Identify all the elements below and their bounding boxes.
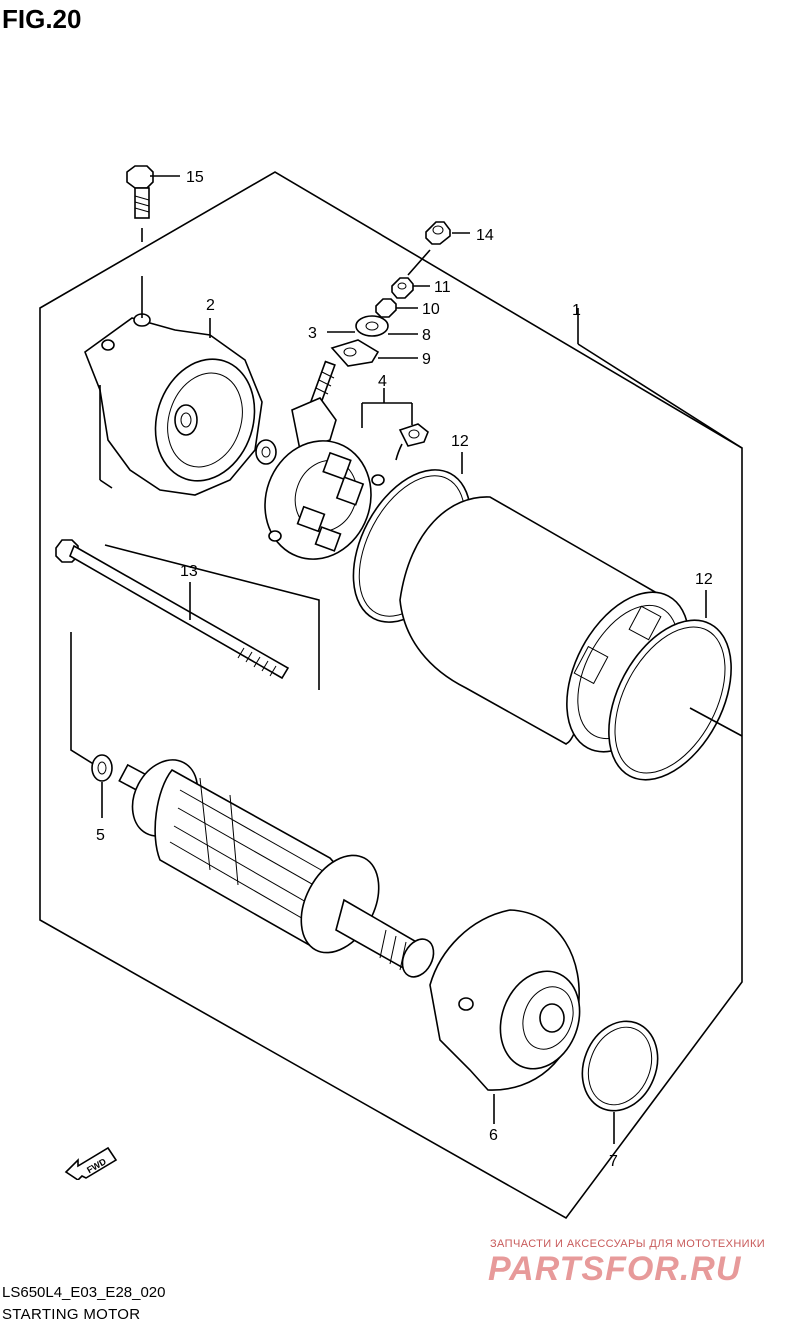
callout-10: 10 <box>422 301 440 318</box>
front-housing-6 <box>429 909 581 1124</box>
callout-4: 4 <box>378 373 387 390</box>
washer-5 <box>91 754 113 782</box>
o-ring-12-lower <box>608 619 732 781</box>
o-ring-7 <box>581 1020 659 1112</box>
terminal-hardware-stack <box>327 221 470 367</box>
callout-14: 14 <box>476 227 494 244</box>
figure-name: STARTING MOTOR <box>2 1306 141 1323</box>
callout-7: 7 <box>609 1153 618 1170</box>
callout-6: 6 <box>489 1127 498 1144</box>
callout-8: 8 <box>422 327 431 344</box>
through-bolt-13 <box>55 539 290 680</box>
callout-1: 1 <box>572 302 581 319</box>
watermark-logo: PARTSFOR.RU <box>488 1250 742 1288</box>
bolt-15 <box>126 165 180 242</box>
callout-12-lower: 12 <box>695 571 713 588</box>
washer-small <box>255 439 277 465</box>
callout-5: 5 <box>96 827 105 844</box>
callout-3: 3 <box>308 325 317 342</box>
callout-15: 15 <box>186 169 204 186</box>
watermark-caption: ЗАПЧАСТИ И АКСЕССУАРЫ ДЛЯ МОТОТЕХНИКИ <box>490 1238 766 1250</box>
callout-13: 13 <box>180 563 198 580</box>
callout-9: 9 <box>422 351 431 368</box>
callout-11: 11 <box>434 279 451 296</box>
washer-5-bracket <box>70 632 96 766</box>
armature <box>118 759 435 978</box>
figure-title: FIG.20 <box>2 4 82 34</box>
assembly-outline <box>39 171 743 1220</box>
callout-2: 2 <box>206 297 215 314</box>
callout-12-upper: 12 <box>451 433 469 450</box>
rear-housing-2 <box>84 276 263 496</box>
brush-plate-4 <box>264 360 429 560</box>
fwd-arrow-icon: FWD <box>64 1146 118 1180</box>
bolt-13-bracket <box>104 544 320 690</box>
figure-code: LS650L4_E03_E28_020 <box>2 1284 166 1301</box>
